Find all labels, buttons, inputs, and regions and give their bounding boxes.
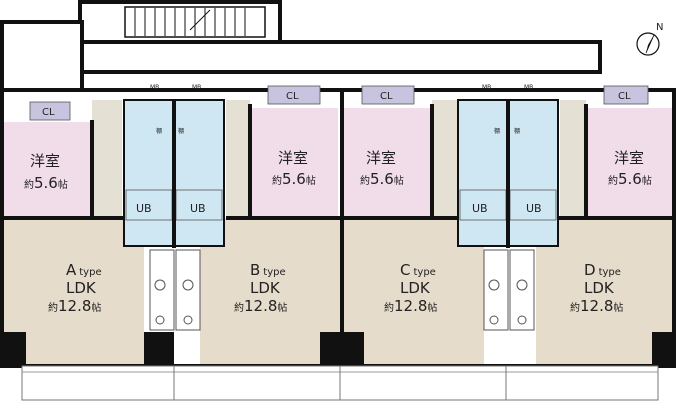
cl-label-b: CL	[286, 91, 299, 102]
unit-b	[173, 85, 340, 364]
ub-label-d: UB	[526, 202, 542, 215]
bath-block	[173, 99, 225, 247]
bath-block	[507, 99, 559, 247]
shelf-label-b: 棚	[178, 127, 184, 135]
svg-text:LDK: LDK	[66, 279, 97, 297]
hallway	[560, 100, 586, 216]
svg-text:洋室: 洋室	[614, 149, 644, 167]
unit-bath	[125, 189, 173, 221]
ub-label-c: UB	[472, 202, 488, 215]
closet	[29, 101, 71, 121]
ldk-area	[4, 218, 144, 364]
unit-bath	[175, 189, 223, 221]
cl-label-c: CL	[380, 91, 393, 102]
svg-text:約12.8帖: 約12.8帖	[570, 297, 623, 315]
western-room	[344, 108, 432, 216]
unit-c	[344, 85, 509, 364]
western-room	[4, 122, 92, 216]
hallway	[92, 100, 122, 216]
svg-text:約12.8帖: 約12.8帖	[234, 297, 287, 315]
shelf-label-c: 棚	[494, 127, 500, 135]
room-label-c: 洋室 約5.6帖	[360, 149, 404, 188]
closet	[603, 85, 649, 105]
bath-block	[457, 99, 509, 247]
western-room	[588, 108, 672, 216]
western-room	[250, 108, 338, 216]
svg-text:約5.6帖: 約5.6帖	[272, 170, 316, 188]
svg-text:LDK: LDK	[400, 279, 431, 297]
svg-text:約12.8帖: 約12.8帖	[384, 297, 437, 315]
svg-text:約5.6帖: 約5.6帖	[608, 170, 652, 188]
unit-bath	[459, 189, 507, 221]
hallway	[432, 100, 458, 216]
mb-label-c: MB	[482, 84, 491, 91]
interior-walls	[4, 92, 672, 364]
shelf-label-d: 棚	[514, 127, 520, 135]
svg-text:約12.8帖: 約12.8帖	[48, 297, 101, 315]
compass-icon: N	[636, 22, 663, 56]
svg-text:LDK: LDK	[584, 279, 615, 297]
unit-a	[4, 99, 175, 364]
room-label-d: 洋室 約5.6帖	[608, 149, 652, 188]
mb-label-d: MB	[524, 84, 533, 91]
mb-label-a: MB	[150, 84, 159, 91]
compass-label: N	[656, 22, 663, 33]
unit-d	[507, 85, 672, 364]
ub-label-b: UB	[190, 202, 206, 215]
closet	[361, 85, 415, 105]
room-label-b: 洋室 約5.6帖	[272, 149, 316, 188]
svg-text:洋室: 洋室	[366, 149, 396, 167]
balcony	[21, 365, 659, 401]
cl-label-d: CL	[618, 91, 631, 102]
room-label-a: 洋室 約5.6帖	[24, 152, 68, 192]
svg-text:洋室: 洋室	[30, 152, 60, 170]
cl-label-a: CL	[42, 107, 55, 118]
svg-text:約5.6帖: 約5.6帖	[24, 174, 68, 192]
svg-text:LDK: LDK	[250, 279, 281, 297]
stair-area	[0, 0, 602, 94]
svg-text:約5.6帖: 約5.6帖	[360, 170, 404, 188]
mb-label-b: MB	[192, 84, 201, 91]
bath-block	[123, 99, 175, 247]
hallway	[226, 100, 250, 216]
closet	[267, 85, 321, 105]
shelf-label-a: 棚	[156, 127, 162, 135]
svg-text:洋室: 洋室	[278, 149, 308, 167]
ub-label-a: UB	[136, 202, 152, 215]
